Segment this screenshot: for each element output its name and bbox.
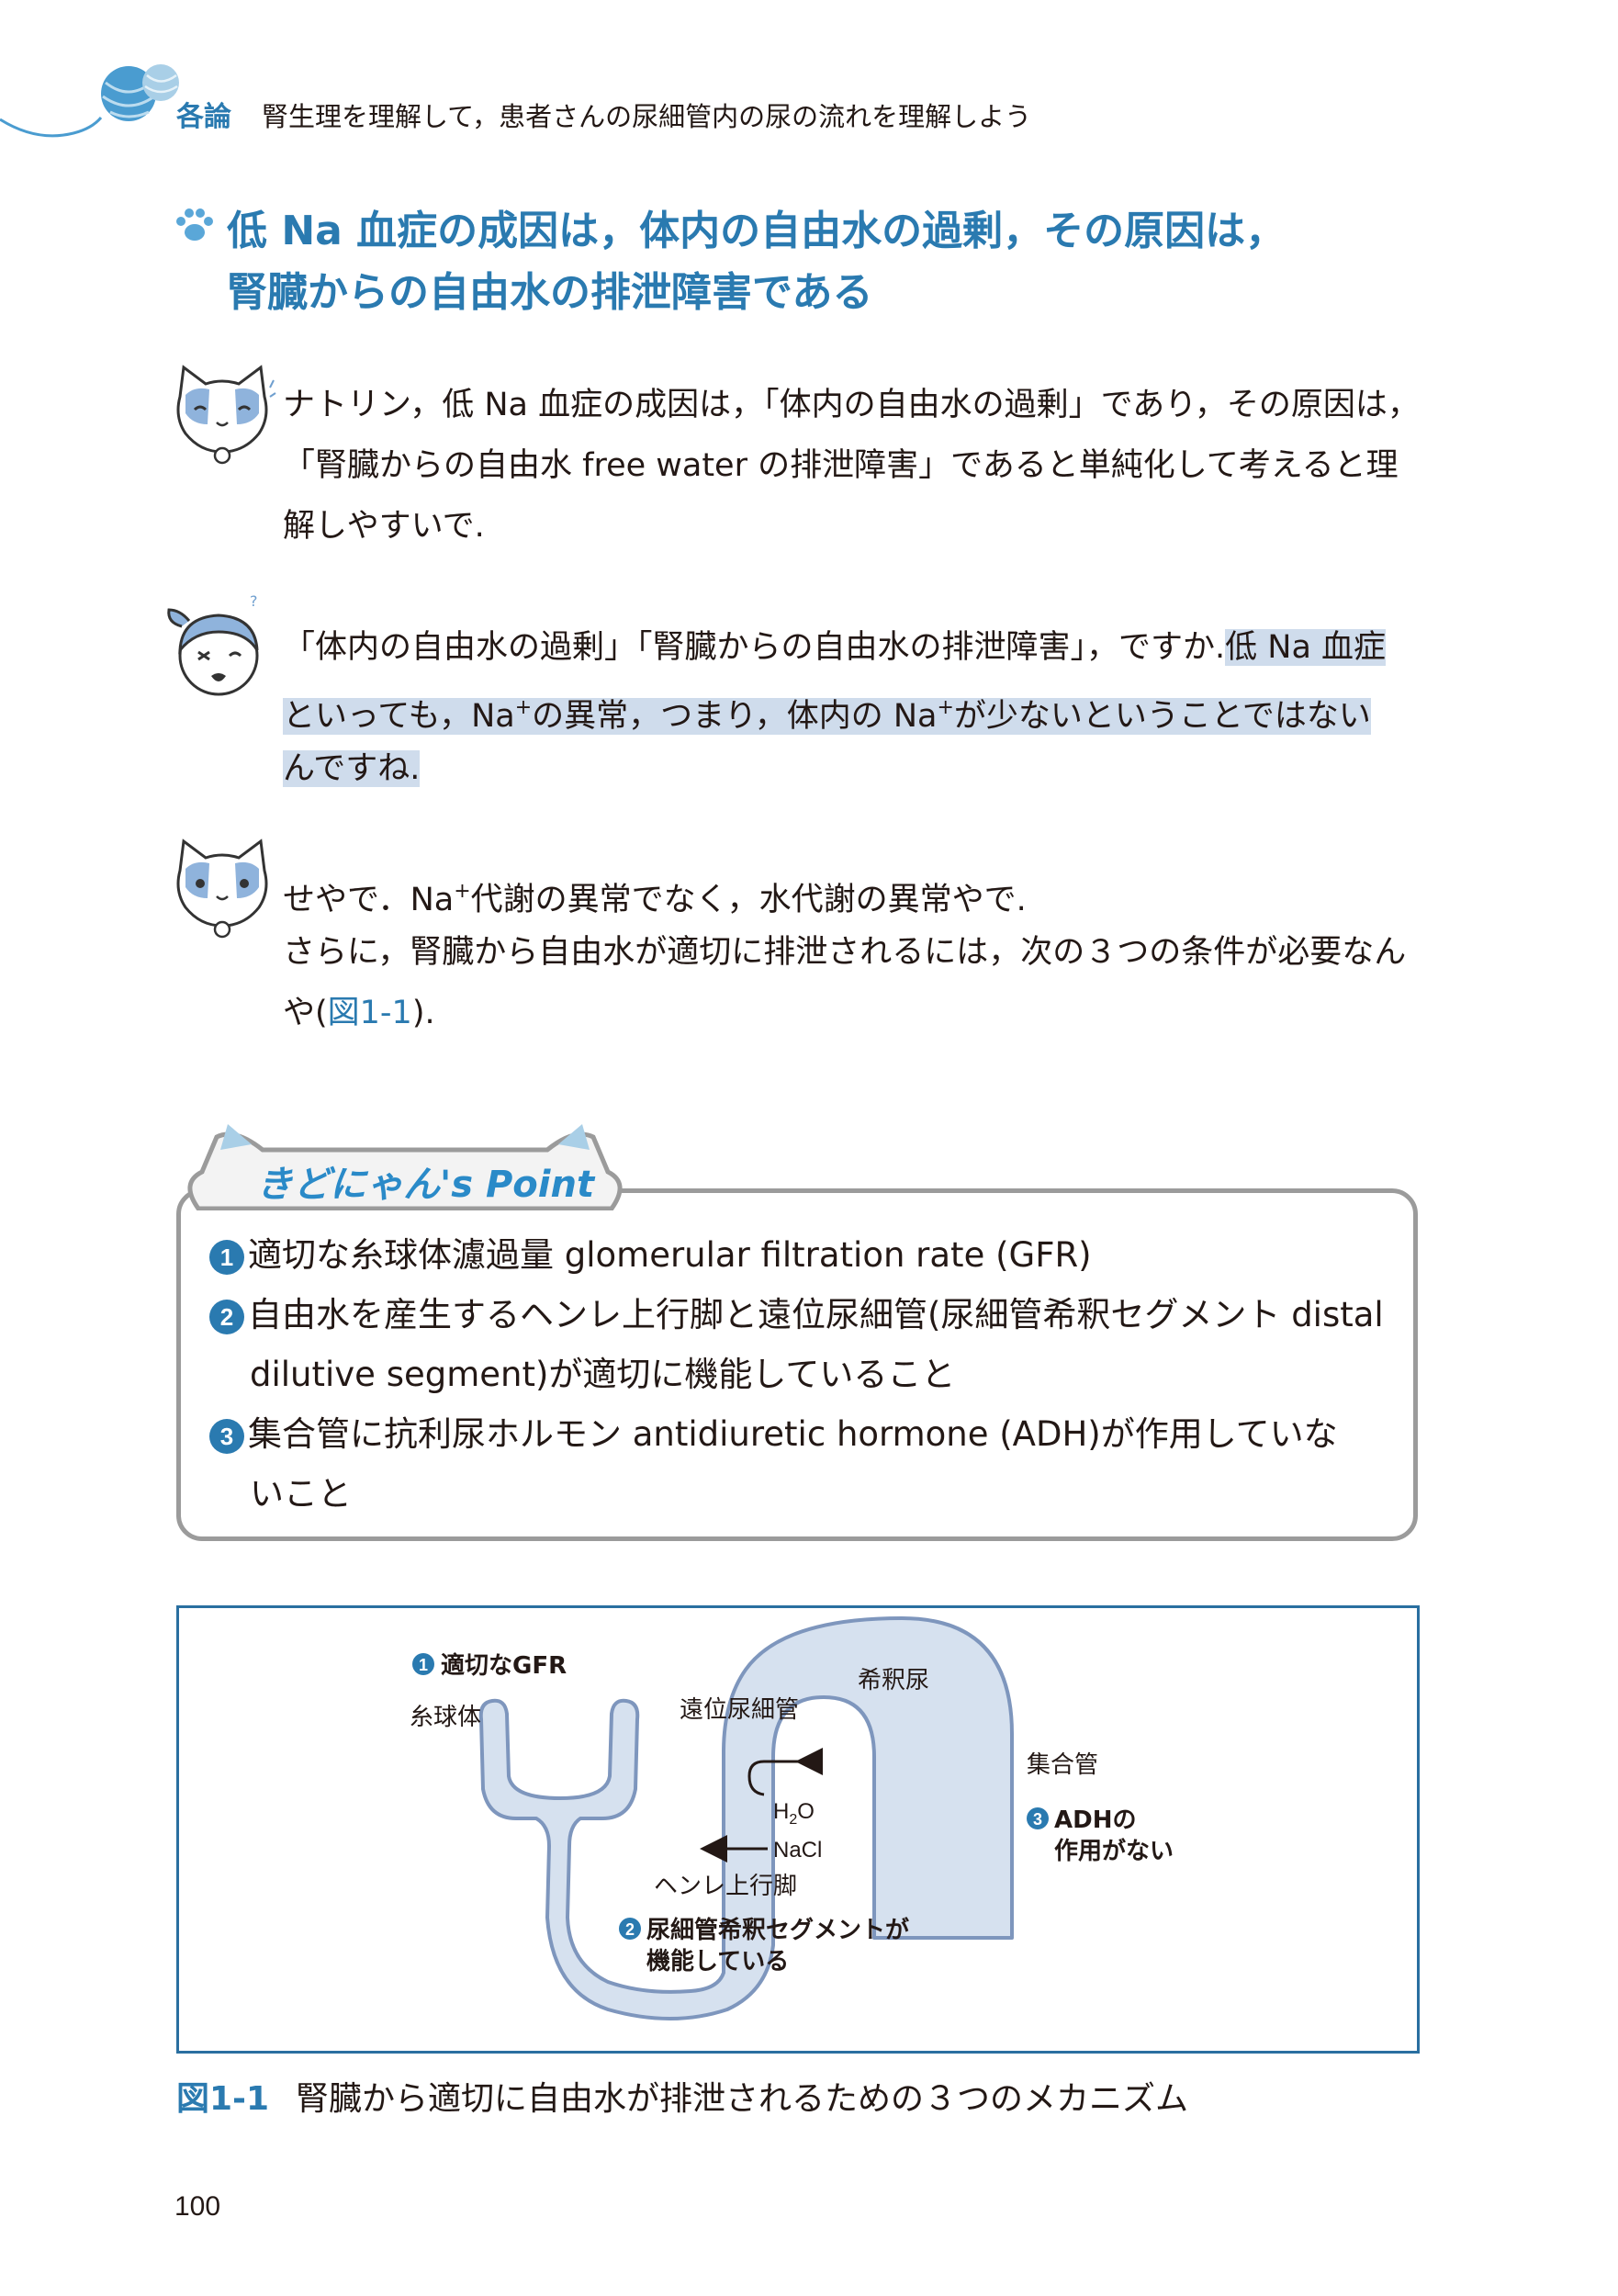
label-nacl: NaCl [773,1838,822,1863]
dialog-3-line-2: さらに，腎臓から自由水が適切に排泄されるには，次の３つの条件が必要なん [283,934,1407,971]
label-adh-2: 作用がない [1054,1837,1174,1865]
point-item-3-text-2: いこと [250,1474,352,1514]
fig-num-2: 2 [625,1920,635,1939]
dialog-3-line-3-b: ). [411,995,435,1031]
label-h2o-o: O [797,1799,815,1824]
dialog-3-line-1-a: せやで．Na [283,882,455,918]
section-title-line-1: 低 Na 血症の成因は，体内の自由水の過剰，その原因は， [227,208,1287,254]
label-h2o: H2O [773,1799,815,1828]
tubule-shape [478,1616,1014,2020]
dialog-2-line-1: 「体内の自由水の過剰」「腎臓からの自由水の排泄障害」，ですか.低 Na 血症 [283,617,1387,678]
fig-num-2-icon [619,1918,641,1940]
point-item-2-text-1: 自由水を産生するヘンレ上行脚と遠位尿細管(尿細管希釈セグメント distal [248,1295,1384,1334]
cat-face-icon [176,838,268,939]
dialog-2-line-2-sup: + [514,696,533,719]
label-collecting-duct: 集合管 [1027,1751,1098,1779]
dialog-2-line-3: んですね. [283,738,421,799]
point-item-1-text: 適切な糸球体濾過量 glomerular filtration rate (GF… [248,1235,1092,1275]
dialog-3-line-1-sup: + [454,880,471,903]
point-item-3-text-1: 集合管に抗利尿ホルモン antidiuretic hormone (ADH)が作… [248,1414,1338,1454]
page-number: 100 [174,2191,221,2222]
dialog-1-line-2: 「腎臓からの自由水 free water の排泄障害」であると単純化して考えると… [283,447,1399,484]
dialog-3-line-1-b: 代謝の異常でなく，水代謝の異常やで. [470,882,1027,918]
label-h2o-h: H [773,1799,789,1824]
number-2-icon: 2 [209,1299,244,1334]
point-box [176,1188,1418,1541]
label-henle: ヘンレ上行脚 [654,1873,797,1900]
paw-icon [176,208,213,241]
dialog-2-line-2-b: の異常，つまり，体内の Na [532,698,938,735]
label-glomerulus: 糸球体 [410,1704,481,1731]
dialog-3-line-3: や(図1-1). [283,983,435,1043]
label-segment-2: 機能している [646,1947,789,1975]
figure-reference-link[interactable]: 図1-1 [327,995,412,1031]
dialog-2-line-2-c: が少ないということではない [953,698,1371,735]
dialog-2-highlight-1: 低 Na 血症 [1225,629,1387,666]
point-title: きどにゃん's Point [256,1164,595,1206]
yarn-ball-icon [0,64,179,138]
number-1-icon: 1 [209,1239,244,1275]
label-gfr: 適切なGFR [441,1651,567,1680]
dialog-2-highlight-2: といっても，Na+の異常，つまり，体内の Na+が少ないということではない [283,696,1371,735]
cat-face-icon [176,365,276,465]
dialog-1-line-3: 解しやすいで. [283,508,485,545]
dialog-2-line-1-plain: 「体内の自由水の過剰」「腎臓からの自由水の排泄障害」，ですか. [283,629,1226,666]
dialog-2-line-2-a: といっても，Na [283,698,515,735]
dialog-3-line-3-a: や( [283,995,328,1031]
section-title-line-2: 腎臓からの自由水の排泄障害である [227,269,873,316]
cat-ears-icon [187,1124,623,1210]
dialog-1-line-1: ナトリン，低 Na 血症の成因は，「体内の自由水の過剰」であり，その原因は， [283,387,1420,423]
dialog-2-line-2-sup-2: + [937,696,954,719]
dialog-2-line-2: といっても，Na+の異常，つまり，体内の Na+が少ないということではない [283,678,1371,747]
nephron-diagram: 1 適切なGFR 糸球体 遠位尿細管 希釈尿 集合管 H2O NaCl ヘンレ上… [410,1616,1174,2020]
point-item-2-text-2: dilutive segment)が適切に機能していること [250,1355,956,1394]
fig-num-3: 3 [1033,1810,1042,1829]
fig-num-1: 1 [419,1656,428,1674]
water-arrow [747,1748,823,1796]
label-distal-tubule: 遠位尿細管 [680,1696,799,1724]
fig-num-3-icon [1027,1807,1049,1829]
label-segment-1: 尿細管希釈セグメントが [646,1916,909,1944]
number-3-icon: 3 [209,1418,244,1454]
label-adh-1: ADHの [1054,1806,1136,1834]
svg-text:?: ? [250,595,258,610]
figure-caption-number: 図1-1 [176,2080,270,2118]
figure-caption-text: 腎臓から適切に自由水が排泄されるための３つのメカニズム [296,2080,1189,2118]
figure-frame [176,1605,1420,2054]
dialog-2-highlight-3: んですね. [283,750,421,787]
header-title: 腎生理を理解して，患者さんの尿細管内の尿の流れを理解しよう [262,101,1032,132]
dialog-3-line-1: せやで．Na+代謝の異常でなく，水代謝の異常やで. [283,861,1027,930]
girl-face-icon: ? [167,595,259,696]
label-h2o-sub: 2 [789,1812,797,1828]
fig-num-1-icon [412,1653,434,1675]
label-dilute-urine: 希釈尿 [858,1667,929,1694]
header-section-label: 各論 [176,101,231,133]
